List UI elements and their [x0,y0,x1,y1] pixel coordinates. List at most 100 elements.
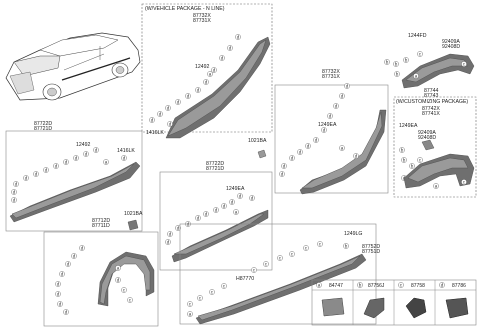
svg-text:c: c [189,302,192,307]
svg-text:c: c [463,180,466,185]
center-callouts: d d d d d d d d d d d a [165,193,255,245]
ur-part-3: 92408D [442,44,460,50]
svg-text:d: d [229,46,232,51]
svg-text:d: d [335,104,338,109]
svg-text:d: d [167,240,170,245]
svg-text:d: d [75,156,78,161]
svg-text:d: d [95,148,98,153]
left-callouts: d d d d d d d d d d d d a [11,147,127,203]
svg-text:c: c [123,288,126,293]
svg-text:d: d [123,156,126,161]
svg-text:d: d [177,100,180,105]
svg-text:d: d [329,114,332,119]
svg-text:d: d [231,200,234,205]
panel-upper-right: 1244FD 92409A 92408D 87744 87743 b b b c… [384,33,475,99]
left-fastener-2: 1416LK [117,148,135,154]
center-part-1: 87722D [206,161,224,167]
svg-text:b: b [359,283,362,288]
svg-text:c: c [319,242,322,247]
svg-text:d: d [197,88,200,93]
panel-nline-border [141,3,273,133]
svg-text:d: d [57,292,60,297]
svg-text:d: d [221,56,224,61]
legend-part-b: 87756J [368,283,385,289]
arch-clip-icon [127,219,139,231]
svg-text:b: b [411,164,414,169]
svg-text:b: b [405,58,408,63]
cust-fastener-3: 92408D [418,135,436,141]
rear-fastener-1: 1249EA [318,122,337,128]
svg-text:d: d [67,262,70,267]
panel-side-sill: 1249LG 87752D 87751D H87770 b c c c c c … [179,223,380,325]
ur-trim-shape [401,53,475,89]
panel-rear-door-border [274,84,389,194]
svg-text:c: c [463,62,466,67]
svg-text:d: d [323,128,326,133]
sill-callouts: b c c c c c c c c c c a [187,241,349,317]
left-trim-highlight [11,163,135,219]
svg-text:d: d [117,278,120,283]
panel-rear-door: 87732X 87731X 1249EA 1021BA d d d d d d … [248,69,407,195]
cust-trim-highlight [407,157,469,183]
sill-part-1: 87752D [362,244,380,250]
nline-fastener-1: 12492 [195,64,210,70]
svg-text:b: b [396,72,399,77]
ur-part-1: 1244FD [408,33,427,39]
svg-text:c: c [305,246,308,251]
panel-side-sill-border [179,223,377,325]
svg-text:d: d [251,196,254,201]
legend-part-d: 87786 [452,283,466,289]
panel-left-long-border [5,130,143,232]
svg-text:c: c [419,158,422,163]
svg-text:d: d [281,172,284,177]
svg-text:d: d [15,182,18,187]
arch-part-2: 87711D [92,223,110,229]
svg-text:d: d [59,302,62,307]
arch-callouts: d d d d d d d d a d c c [55,245,133,315]
svg-text:d: d [346,84,349,89]
nline-fastener-2: 1416LK [146,130,164,136]
svg-text:d: d [151,118,154,123]
center-trim-highlight [173,213,265,255]
svg-text:d: d [13,190,16,195]
svg-text:d: d [239,194,242,199]
panel-customizing-header: (W/CUSTOMIZING PACKAGE) [396,99,468,105]
svg-text:a: a [235,210,238,215]
rear-part-2: 87731X [322,74,340,80]
svg-text:d: d [169,232,172,237]
svg-text:d: d [159,112,162,117]
svg-text:d: d [35,172,38,177]
svg-text:d: d [169,122,172,127]
sill-part-2: 87751D [362,249,380,255]
svg-text:d: d [45,168,48,173]
legend-part-c: 87758 [411,283,425,289]
arch-trim-highlight [99,255,151,305]
svg-text:b: b [345,244,348,249]
svg-text:c: c [253,268,256,273]
svg-text:d: d [341,94,344,99]
panel-nline: (W/VEHICLE PACKAGE - N LINE) 87732X 8773… [141,3,273,139]
svg-text:b: b [395,62,398,67]
svg-text:d: d [215,208,218,213]
svg-text:d: d [65,310,68,315]
svg-text:d: d [85,152,88,157]
panel-customizing: (W/CUSTOMIZING PACKAGE) 87742X 87741X 12… [393,96,477,198]
svg-text:d: d [213,68,216,73]
svg-text:a: a [318,283,321,288]
car-illustration [5,32,141,101]
svg-text:d: d [25,176,28,181]
svg-text:d: d [65,160,68,165]
left-part-2: 87721D [34,126,52,132]
legend-cell-b: b 87756J [357,282,385,319]
cust-part-2: 87741X [422,111,440,117]
svg-text:a: a [105,160,108,165]
clip-b-icon [363,297,385,319]
svg-text:d: d [223,204,226,209]
svg-text:d: d [355,154,358,159]
center-part-2: 87721D [206,166,224,172]
panel-center-door: 87722D 87721D 1249EA d d d d d d d d d d… [159,161,273,271]
sill-trim-highlight [197,255,361,321]
svg-text:d: d [197,216,200,221]
